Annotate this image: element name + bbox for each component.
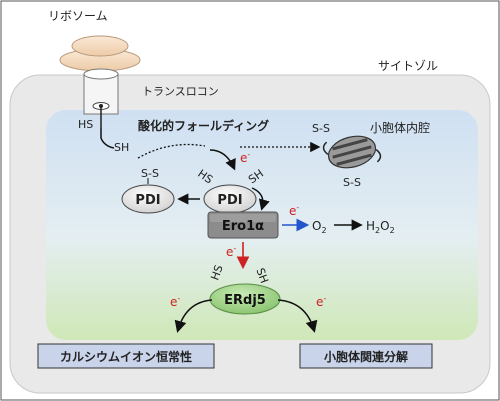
- calcium-outcome-box: [37, 343, 215, 369]
- translocon-channel: [83, 68, 119, 128]
- arrow-erdj5-to-degradation: [277, 299, 318, 333]
- pdi-right-label: PDI: [217, 193, 242, 208]
- cytosol-label: サイトゾル: [378, 59, 438, 73]
- electron-label-5: e-: [316, 294, 326, 309]
- erdj5-label: ERdj5: [224, 293, 266, 308]
- er-lumen-label: 小胞体内腔: [370, 120, 430, 135]
- hs-erdj5-label: HS: [208, 263, 225, 282]
- sh-erdj5-label: SH: [253, 266, 270, 285]
- calcium-outcome-label: カルシウムイオン恒常性: [60, 349, 192, 364]
- h2o2-label: H2O2: [366, 219, 395, 235]
- oxidative-folding-label: 酸化的フォールディング: [138, 118, 269, 133]
- electron-label-3: e-: [226, 244, 236, 259]
- ribosome-shape: [59, 35, 141, 72]
- sh-translocon-label: SH: [114, 141, 129, 154]
- arrow-erdj5-to-calcium: [174, 299, 213, 333]
- pdi-left-node: [121, 184, 175, 214]
- electron-label-1: e-: [240, 150, 250, 165]
- ss-pdi-label: S-S: [141, 167, 159, 180]
- ss-protein-bottom: S-S: [343, 176, 361, 189]
- o2-label: O2: [312, 219, 327, 235]
- translocon-label: トランスロコン: [142, 85, 219, 98]
- nascent-chain: [100, 128, 115, 149]
- ero1-label: Ero1α: [222, 219, 264, 234]
- ribosome-label: リボソーム: [48, 9, 108, 23]
- electron-label-4: e-: [170, 294, 180, 309]
- degradation-outcome-box: [299, 343, 433, 369]
- erdj5-node: [209, 283, 281, 315]
- degradation-outcome-label: 小胞体関連分解: [324, 349, 408, 364]
- ss-protein-top: S-S: [312, 122, 330, 135]
- hs-translocon-label: HS: [78, 118, 93, 131]
- arrow-pdi2-to-ero1: [251, 187, 270, 211]
- electron-label-2: e-: [289, 203, 299, 218]
- folded-protein-icon: [322, 135, 382, 169]
- electron-arrow-to-pdi2: [209, 149, 236, 171]
- pdi-left-label: PDI: [135, 193, 160, 208]
